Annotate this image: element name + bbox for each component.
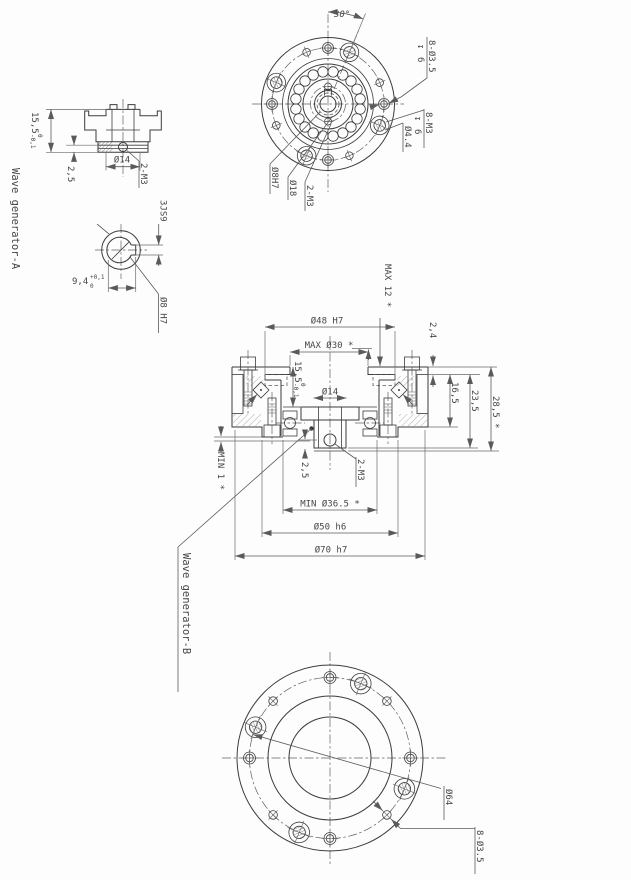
dim-height-tol-u: 0 [36,134,43,138]
section-bolts [238,356,422,438]
dim-holes-b: 8-Ø3.5 [474,830,485,863]
dim-bore: Ø8H7 [269,167,280,189]
dim-bore48: Ø48 H7 [311,316,344,327]
dim-keyway-3js9: 3JS9 [135,200,168,266]
label-bore-8h7: Ø8H7 [269,111,321,194]
dim-bore-end: Ø8 H7 [158,297,169,324]
dim-dia: Ø14 [114,155,130,166]
depth-icon: ↧ [412,116,422,121]
dim-dia14-side: Ø14 [105,153,141,171]
dim-min-dia: MIN Ø36.5 * [300,499,360,510]
label-washer-dia: Ø4.4 [384,122,413,152]
dim-key-depth-tol-l: 0 [90,283,94,290]
dim-235: 23,5 [348,374,479,449]
bearing-outer-race [287,63,369,145]
bore-circle-bottom [288,716,372,800]
dim-pitch-circle: Ø18 [287,180,298,196]
dim-taps: 2-M3 [138,163,148,185]
bore-with-keyway [106,236,137,264]
dim-h-total: 28,5 * [490,396,500,429]
dim-key-depth-94: 9,4 +0,1 0 [72,257,137,292]
label-bore-8h7-end: Ø8 H7 [129,256,169,333]
radial-tap-hole-b [323,433,337,447]
flange-outer-circle-bottom [236,664,424,852]
dim-30-degree: 30° [327,9,366,49]
dim-taps-count: 8-M3 [423,112,433,134]
dim-holes-count: 8-Ø3.5 [426,40,437,73]
dim-dia-b: Ø14 [322,387,338,398]
dim-height-b-tol-l: -0,1 [292,383,299,398]
dim-dia70: Ø70 h7 [234,430,426,560]
dim-washer-dia: Ø4.4 [402,126,413,148]
depth-icon: ↧ [415,44,425,49]
dim-25-side: 2,5 [65,135,98,182]
bearing-inner-race [302,78,354,130]
cross-rollers [246,381,414,406]
dim-dia50: Ø50 h6 [261,440,399,537]
radial-tap-hole [118,142,128,152]
wave-generator-b-label: Wave generator-B [180,553,192,654]
dim-dia-outer: Ø70 h7 [315,545,348,556]
dim-key-depth-tol-u: +0,1 [90,274,105,281]
dim-angle-text: 30° [333,10,350,20]
boss-circle [267,695,393,821]
bottom-view: Ø64 8-Ø3.5 [222,652,485,874]
dim-24: 2,4 [427,322,497,387]
dim-taps-b: 2-M3 [355,459,365,481]
dim-dia-spigot: Ø50 h6 [314,522,347,533]
keyway [324,88,332,96]
dim-min-clearance: MIN 1 * [215,452,225,490]
label-taps-8m3: 8-M3 ↧ 6 [385,109,433,148]
dim-max-dia: MAX Ø30 * [305,340,354,351]
dim-h-mid: 23,5 [469,390,479,412]
label-2m3-side: 2-M3 [126,150,148,188]
dim-taps-depth: 6 [412,129,422,134]
wg-outer-circle [101,230,141,270]
hub-circle [314,90,342,118]
dim-min-dia365: MIN Ø36.5 * [282,440,378,514]
dim-pitch-circle-b: Ø64 [443,789,454,805]
label-2m3-section: 2-M3 [334,443,365,487]
bearing-balls [290,66,366,142]
wave-generator-a-label: Wave generator-A [9,168,21,270]
dim-285: 28,5 * [348,367,500,452]
wave-generator-b-assembly [280,380,380,452]
dim-key-depth: 9,4 [72,277,88,287]
label-pitch-18: Ø18 [287,116,333,200]
dim-step: 2,4 [427,322,437,338]
dim-offset-b: 2,5 [299,462,309,478]
center-bore [319,95,337,113]
dim-dia14-section: Ø14 [313,387,347,401]
flange-outer-circle [261,37,395,171]
tap-pitch-circle [310,86,346,122]
dim-height: 15,5 [29,112,39,134]
dim-155-side: 15,5 0 -0,1 [29,109,107,153]
dim-165: 16,5 [428,374,459,428]
dim-height-tol-l: -0,1 [29,134,36,149]
wave-generator-a-side-view: 15,5 0 -0,1 2,5 Ø14 2-M3 [29,99,162,188]
top-view: 30° 8-Ø3.5 ↧ 6 8-M3 ↧ 6 Ø4.4 Ø8H7 Ø18 [252,9,437,211]
dim-max-depth: MAX 12 * [382,264,392,307]
dim-h-flange: 16,5 [449,382,459,404]
label-holes-8x35-bottom: 8-Ø3.5 [372,800,485,874]
label-taps-2m3: 2-M3 [304,123,332,211]
dim-keyway: 3JS9 [158,200,168,222]
dim-offset: 2,5 [65,166,75,182]
dim-dia48: Ø48 H7 [264,316,396,378]
label-holes-8x35: 8-Ø3.5 ↧ 6 [369,37,437,111]
dim-max12: MAX 12 * [352,264,392,366]
dim-holes-depth: 6 [415,57,425,62]
wave-generator-b-leader [177,426,314,692]
dim-height-b-tol-u: 0 [299,383,306,387]
dim-taps2: 2-M3 [304,185,314,207]
dim-height-b: 15,5 [292,361,302,383]
dim-155-section: 15,5 0 -0,1 [288,361,306,408]
wave-generator-a-end-view: 3JS9 9,4 +0,1 0 Ø8 H7 [72,200,169,333]
section-view: Ø48 H7 MAX Ø30 * 15,5 0 -0,1 Ø14 MAX 12 … [177,264,500,692]
label-pitch-64: Ø64 [252,734,454,820]
tap-holes-2m3 [322,82,334,126]
